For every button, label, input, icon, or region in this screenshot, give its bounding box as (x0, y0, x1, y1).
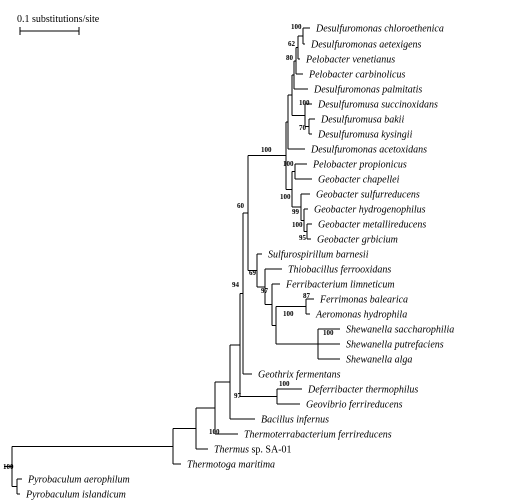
taxon-labels: Desulfuromonas chloroethenicaDesulfuromo… (25, 24, 454, 501)
taxon-label-grb: Geobacter grbicium (317, 235, 398, 246)
taxon-label-pro: Pelobacter propionicus (312, 160, 407, 171)
taxon-label-sac: Shewanella saccharophilia (346, 325, 454, 336)
bootstrap-grb: 95 (299, 234, 307, 242)
scale-bar-label: 0.1 substitutions/site (17, 14, 100, 25)
taxon-label-met: Geobacter metallireducens (318, 220, 426, 231)
taxon-label-hyd: Geobacter hydrogenophilus (314, 205, 426, 216)
taxon-label-chl: Desulfuromonas chloroethenica (315, 24, 444, 35)
bootstrap-ven: 80 (286, 54, 294, 62)
bootstrap-tbf: 100 (209, 428, 220, 436)
bootstrap-geo: 100 (280, 193, 291, 201)
bootstrap-chl: 100 (291, 23, 302, 31)
taxon-label-kys: Desulfuromusa kysingii (317, 130, 413, 141)
bootstrap-def: 100 (279, 380, 290, 388)
taxon-label-fel: Ferribacterium limneticum (285, 280, 395, 291)
taxon-label-put: Shewanella putrefaciens (346, 340, 444, 351)
taxon-label-bac: Bacillus infernus (261, 415, 329, 426)
taxon-label-bar: Sulfurospirillum barnesii (268, 250, 369, 261)
bootstrap-60: 60 (237, 202, 245, 210)
bootstrap-kys: 70 (299, 124, 307, 132)
taxon-label-tbf: Thermoterrabacterium ferrireducens (244, 430, 392, 441)
bootstrap-root: 100 (3, 463, 14, 471)
bootstrap-main: 100 (261, 146, 272, 154)
taxon-label-cha: Geobacter chapellei (318, 175, 400, 186)
scale-bar: 0.1 substitutions/site (17, 14, 100, 35)
bootstrap-94: 94 (232, 281, 240, 289)
taxon-label-ace: Desulfuromonas acetoxidans (310, 145, 427, 156)
bootstrap-values: 1006280100701001001009910095606997871001… (3, 23, 334, 471)
taxon-label-pya: Pyrobaculum aerophilum (27, 475, 130, 486)
bootstrap-hyd: 99 (292, 208, 300, 216)
taxon-label-ven: Pelobacter venetianus (305, 55, 395, 66)
taxon-label-def: Deferribacter thermophilus (307, 385, 418, 396)
tree-branches (4, 27, 340, 495)
bootstrap-97a: 97 (261, 287, 269, 295)
taxon-label-pal: Desulfuromonas palmitatis (313, 85, 422, 96)
taxon-label-car: Pelobacter carbinolicus (308, 70, 405, 81)
bootstrap-fmb: 100 (283, 310, 294, 318)
taxon-label-thb: Thiobacillus ferrooxidans (288, 265, 391, 276)
taxon-label-ths: Thermus sp. SA-01 (214, 445, 292, 456)
taxon-label-aer: Aeromonas hydrophila (315, 310, 407, 321)
taxon-label-suc: Desulfuromusa succinoxidans (317, 100, 438, 111)
taxon-label-geo: Geothrix fermentans (258, 370, 341, 381)
taxon-label-bak: Desulfuromusa bakii (320, 115, 404, 126)
taxon-label-alg: Shewanella alga (346, 355, 412, 366)
bootstrap-aet: 62 (288, 40, 296, 48)
taxon-label-sul: Geobacter sulfurreducens (316, 190, 420, 201)
bootstrap-suc: 100 (299, 99, 310, 107)
bootstrap-87: 87 (303, 292, 311, 300)
taxon-label-fmb: Ferrimonas balearica (319, 295, 408, 306)
taxon-label-aet: Desulfuromonas aetexigens (310, 40, 422, 51)
bootstrap-97b: 97 (234, 392, 242, 400)
taxon-label-tmm: Thermotoga maritima (187, 460, 275, 471)
bootstrap-met: 100 (292, 221, 303, 229)
taxon-label-pyi: Pyrobaculum islandicum (25, 490, 126, 501)
bootstrap-69: 69 (249, 269, 257, 277)
taxon-label-gvf: Geovibrio ferrireducens (306, 400, 403, 411)
bootstrap-she: 100 (323, 329, 334, 337)
bootstrap-pro: 100 (283, 160, 294, 168)
